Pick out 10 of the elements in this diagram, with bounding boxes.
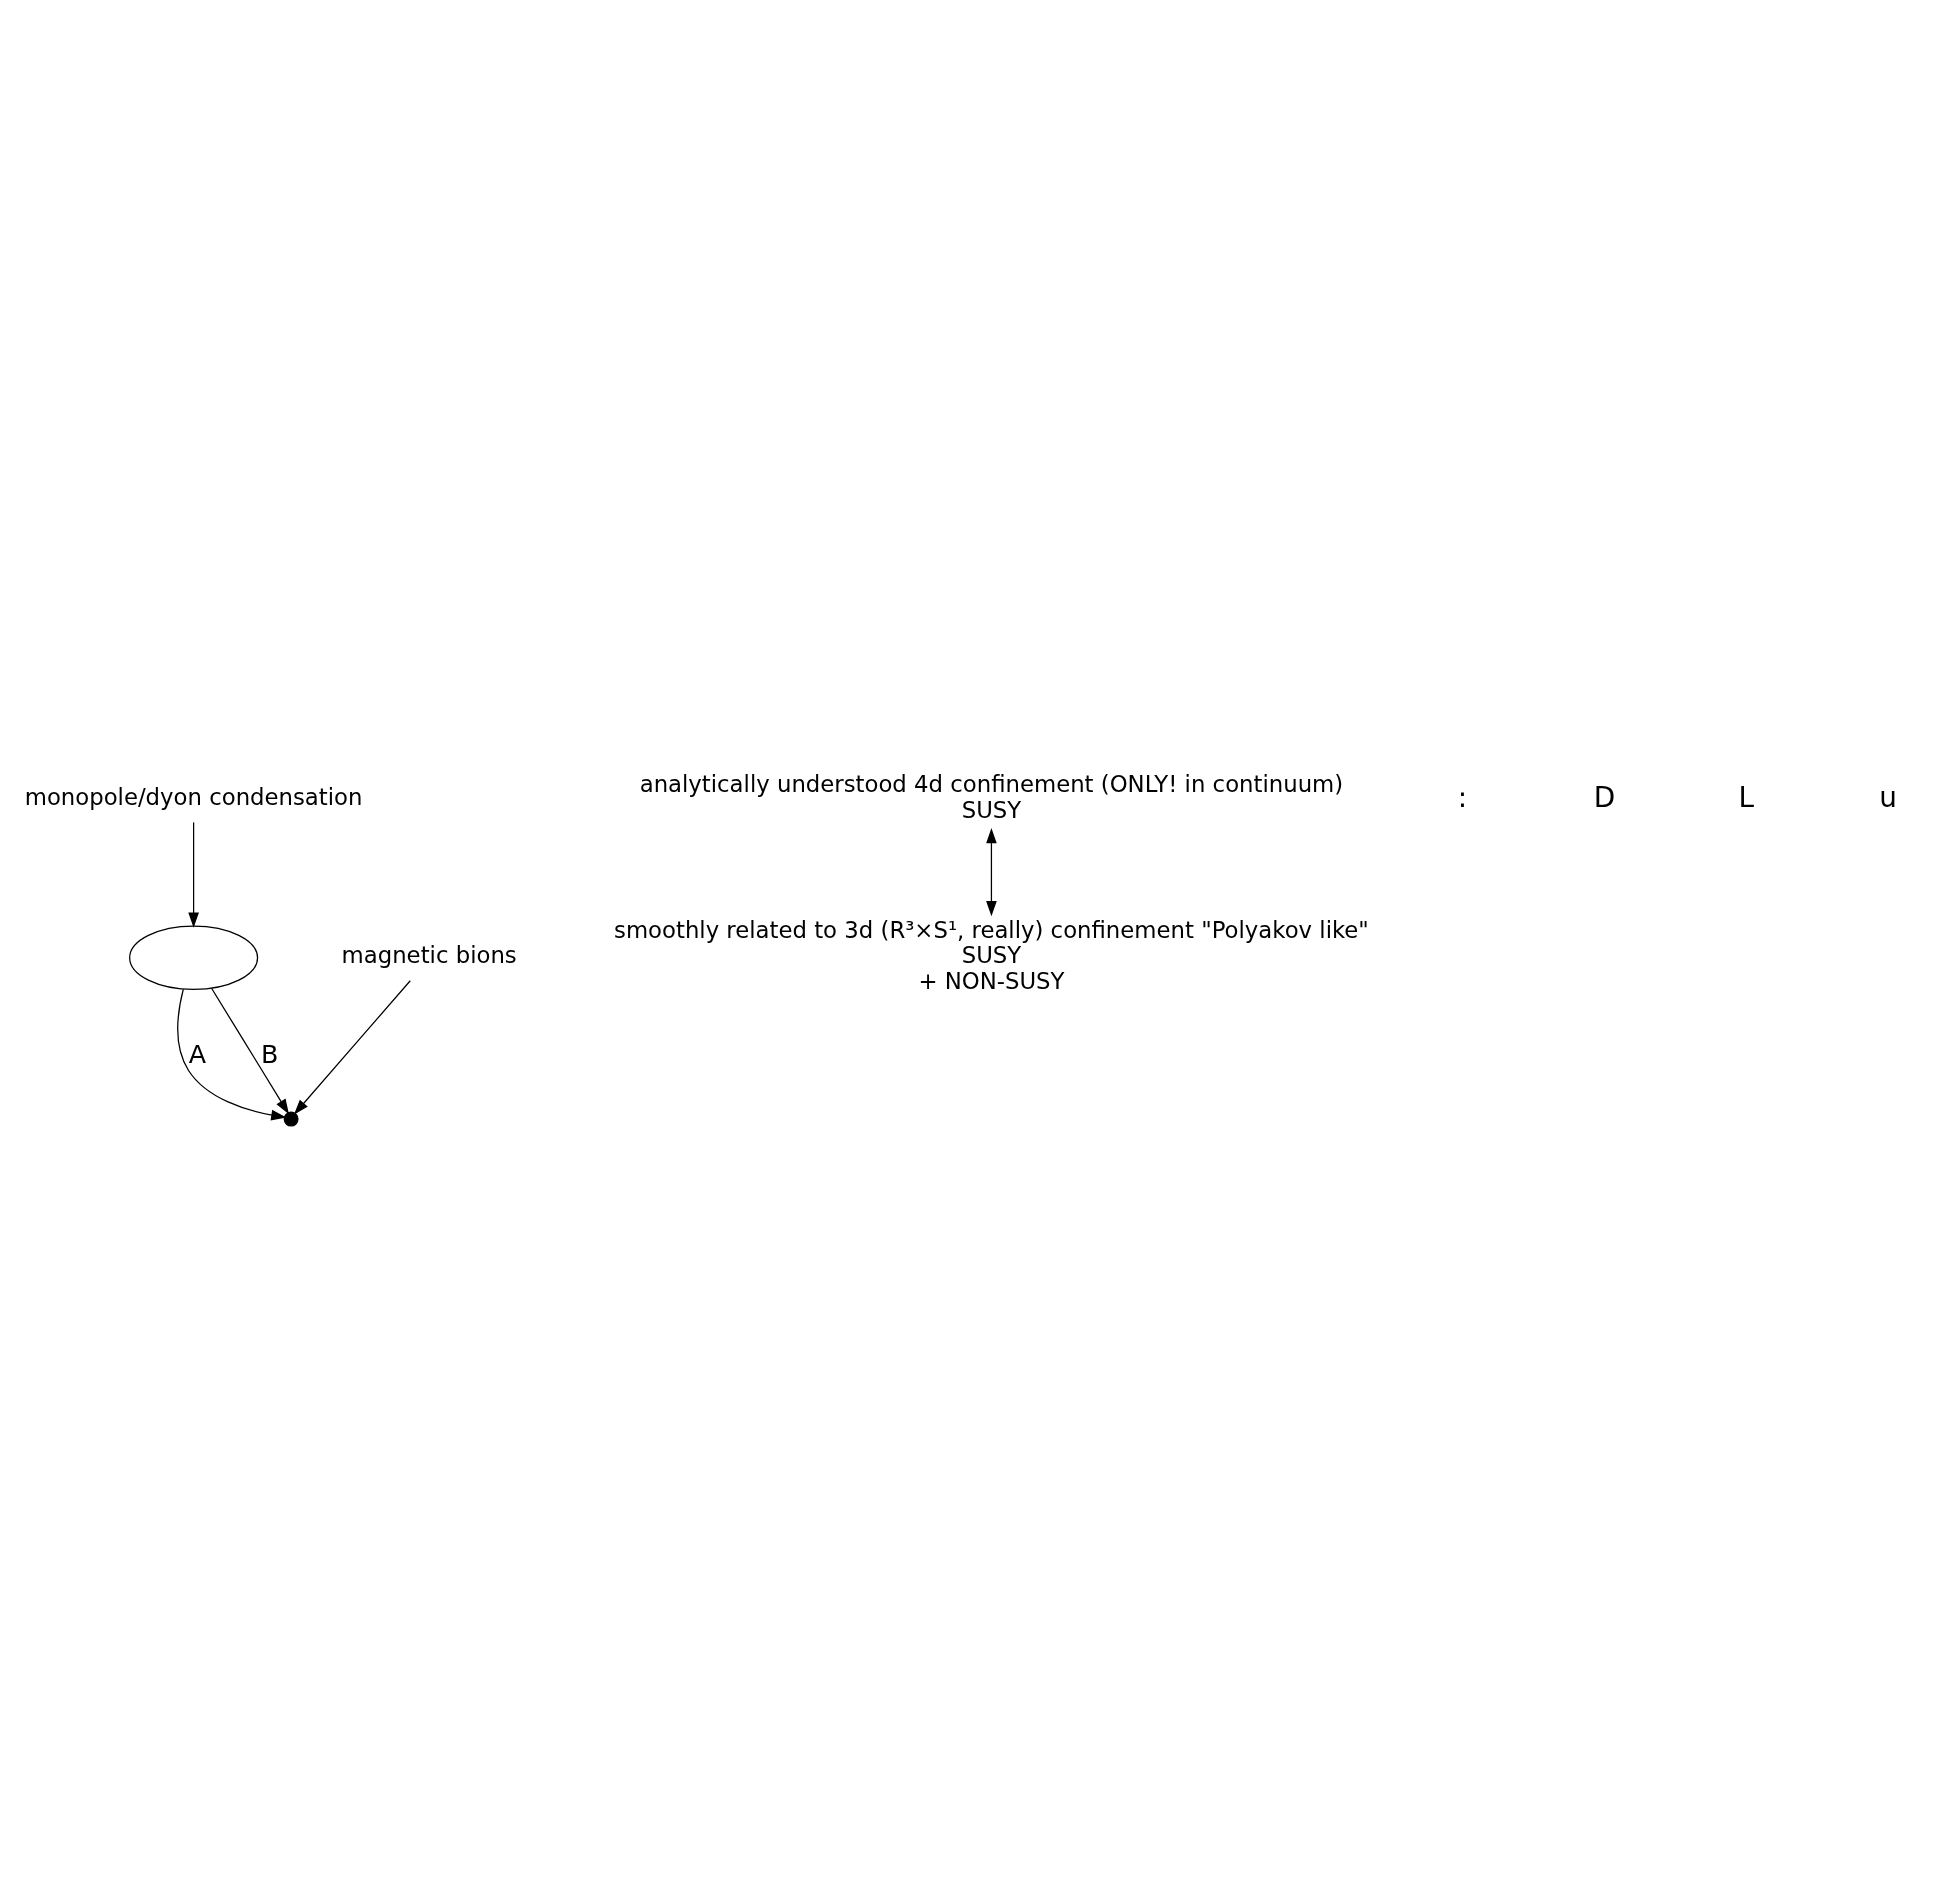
label: L bbox=[1738, 780, 1754, 814]
edge-label: A bbox=[188, 1038, 207, 1069]
edge-label: B bbox=[260, 1038, 279, 1069]
label: u bbox=[1879, 780, 1897, 814]
node-text: magnetic bions bbox=[341, 942, 517, 969]
label: : bbox=[1457, 780, 1468, 814]
node-text: monopole/dyon condensation bbox=[24, 784, 363, 811]
node-text: smoothly related to 3d (R³×S¹, really) confinement "Polyakov like" SUSY + NON-SUSY bbox=[614, 917, 1369, 994]
node-text: analytically understood 4d confinement (ONLY! in continuum) SUSY bbox=[639, 771, 1344, 823]
label: D bbox=[1593, 780, 1616, 814]
